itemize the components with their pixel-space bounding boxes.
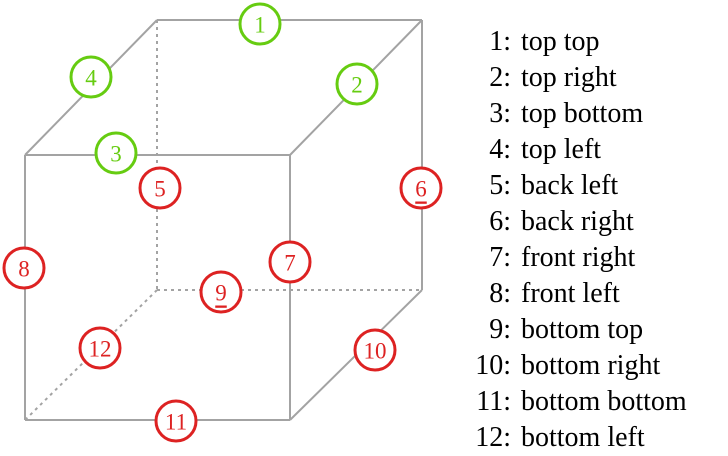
legend-row: 11: bottom bottom xyxy=(455,384,728,420)
legend-row: 12: bottom left xyxy=(455,420,728,456)
legend-number: 5: xyxy=(489,170,511,201)
edge-marker-circle xyxy=(353,328,397,372)
legend-row: 9: bottom top xyxy=(455,312,728,348)
legend-text: top left xyxy=(521,134,602,165)
edge-marker-label: 10 xyxy=(364,339,387,364)
edge-marker-circle xyxy=(94,131,138,175)
edge-marker-circle xyxy=(154,399,198,443)
legend-row: 2: top right xyxy=(455,60,728,96)
legend-number: 7: xyxy=(489,242,511,273)
legend-row: 3: top bottom xyxy=(455,96,728,132)
legend-row: 8: front left xyxy=(455,276,728,312)
legend-text: back right xyxy=(521,206,634,237)
legend-text: bottom left xyxy=(521,422,645,453)
edge-marker-circle xyxy=(399,166,443,210)
edge-marker-circle xyxy=(268,240,312,284)
edge-marker-6: 6 xyxy=(399,166,443,210)
legend-row: 10: bottom right xyxy=(455,348,728,384)
legend-number: 3: xyxy=(489,98,511,129)
legend-text: bottom top xyxy=(521,314,644,345)
legend-number: 4: xyxy=(489,134,511,165)
edge-marker-9: 9 xyxy=(199,270,243,314)
legend-number: 11: xyxy=(476,386,511,417)
legend-row: 6: back right xyxy=(455,204,728,240)
edge-marker-3: 3 xyxy=(94,131,138,175)
edge-marker-2: 2 xyxy=(335,62,379,106)
legend-number: 6: xyxy=(489,206,511,237)
edge-marker-7: 7 xyxy=(268,240,312,284)
legend-number: 9: xyxy=(489,314,511,345)
edge-marker-12: 12 xyxy=(78,326,122,370)
edge-marker-label: 12 xyxy=(89,337,112,362)
edge-marker-circle xyxy=(78,326,122,370)
edge-marker-circle xyxy=(69,55,113,99)
legend-row: 5: back left xyxy=(455,168,728,204)
edge-marker-circle xyxy=(2,246,46,290)
edge-marker-10: 10 xyxy=(353,328,397,372)
legend-number: 10: xyxy=(475,350,511,381)
legend-text: front right xyxy=(521,242,636,273)
legend-number: 8: xyxy=(489,278,511,309)
legend-number: 12: xyxy=(475,422,511,453)
edge-marker-label: 5 xyxy=(154,177,166,202)
edge-marker-circle xyxy=(138,166,182,210)
edge-marker-label: 11 xyxy=(165,410,187,435)
edge-marker-8: 8 xyxy=(2,246,46,290)
legend-number: 2: xyxy=(489,62,511,93)
legend-row: 4: top left xyxy=(455,132,728,168)
edge-marker-circle xyxy=(335,62,379,106)
edge-marker-circle xyxy=(199,270,243,314)
legend: 1: top top 2: top right 3: top bottom 4: top le… xyxy=(455,24,728,456)
legend-text: top right xyxy=(521,62,617,93)
edge-marker-label: 8 xyxy=(18,257,30,282)
legend-text: back left xyxy=(521,170,619,201)
legend-text: front left xyxy=(521,278,620,309)
legend-text: bottom right xyxy=(521,350,661,381)
legend-text: top top xyxy=(521,26,600,57)
legend-row: 1: top top xyxy=(455,24,728,60)
edge-marker-label: 4 xyxy=(85,66,97,91)
edge-marker-1: 1 xyxy=(238,2,282,46)
legend-number: 1: xyxy=(489,26,511,57)
edge-marker-4: 4 xyxy=(69,55,113,99)
edge-marker-label: 1 xyxy=(254,13,266,38)
edge-marker-label: 7 xyxy=(284,251,296,276)
edge-marker-label: 3 xyxy=(110,142,122,167)
edge-marker-5: 5 xyxy=(138,166,182,210)
edge-marker-label: 2 xyxy=(351,73,363,98)
edge-marker-circle xyxy=(238,2,282,46)
legend-text: bottom bottom xyxy=(521,386,687,417)
legend-row: 7: front right xyxy=(455,240,728,276)
edge-marker-11: 11 xyxy=(154,399,198,443)
legend-text: top bottom xyxy=(521,98,644,129)
edge-marker-label: 6 xyxy=(415,177,427,202)
edge-marker-label: 9 xyxy=(215,281,227,306)
